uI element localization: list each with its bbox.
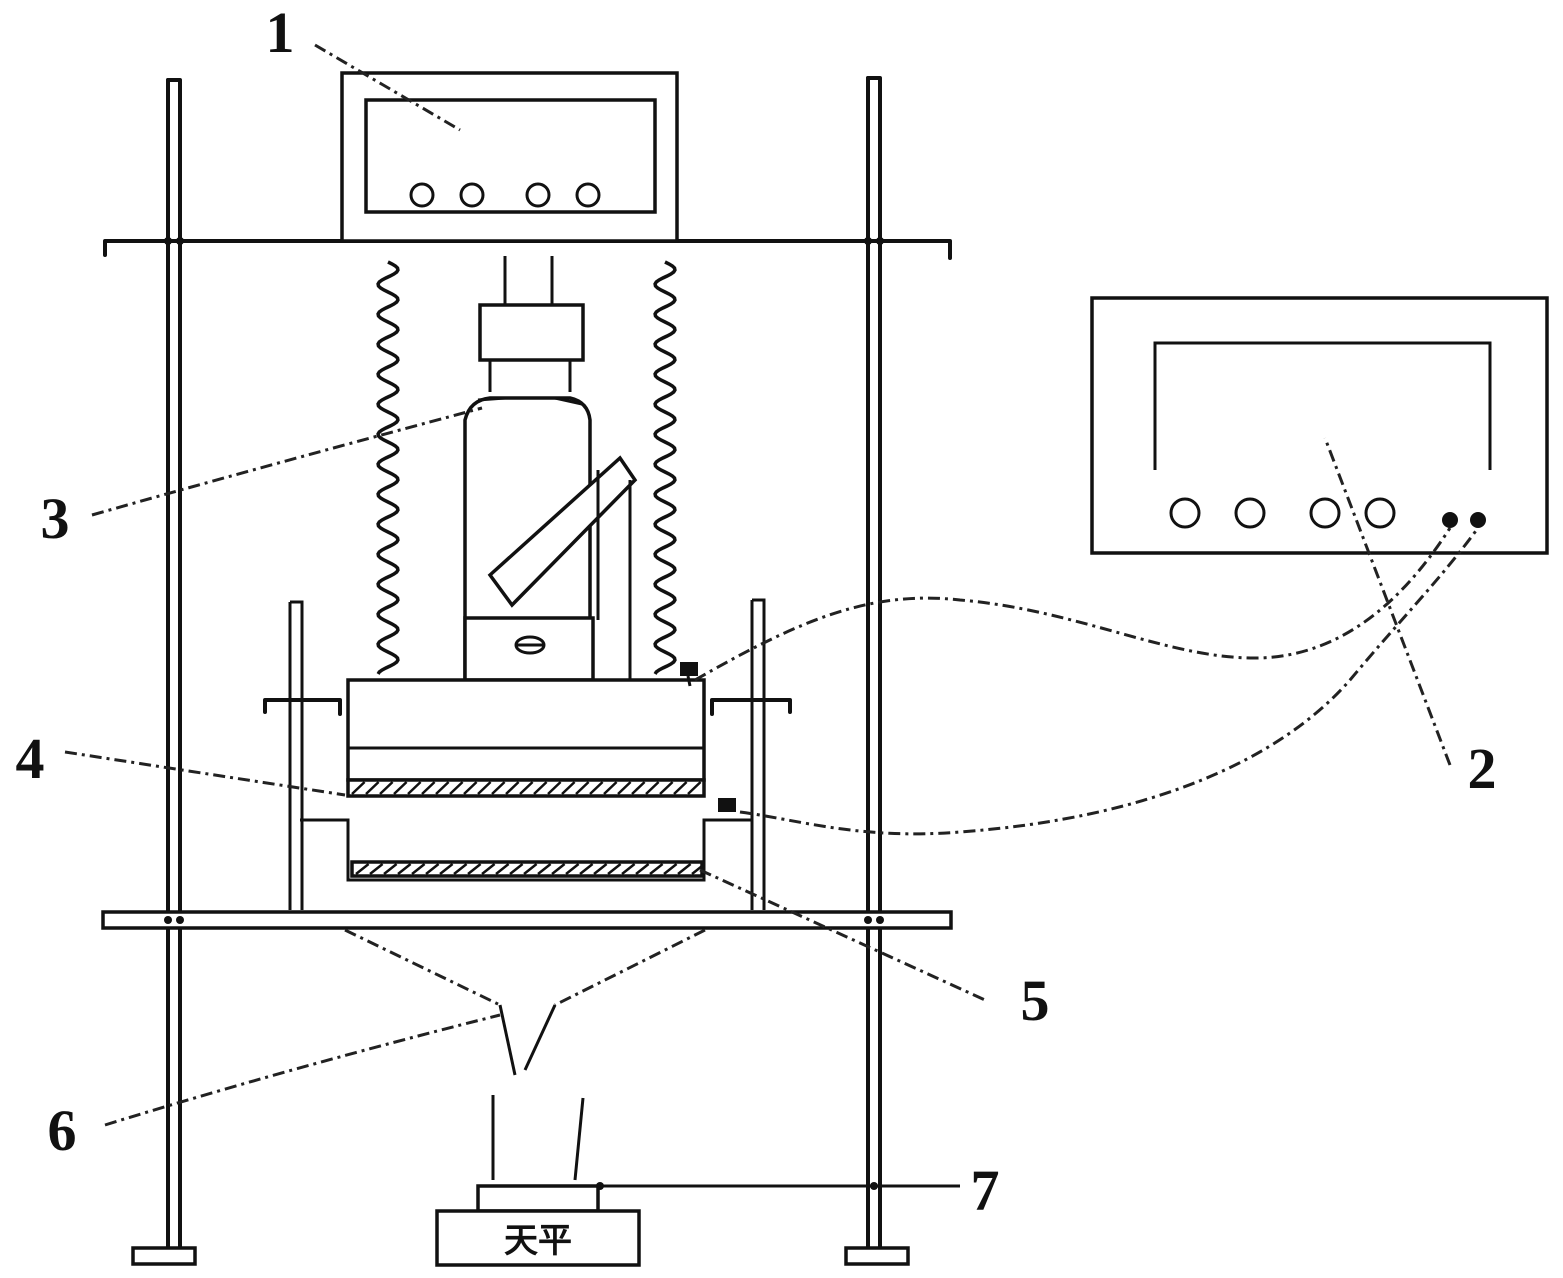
- balance-scale: [435, 1182, 960, 1267]
- funnel: [344, 928, 706, 1076]
- label-7: 7: [971, 1158, 1000, 1223]
- right-frame-post: [844, 76, 910, 1266]
- label-1: 1: [266, 0, 295, 65]
- lower-sensor: [718, 798, 736, 812]
- label-6: 6: [48, 1098, 77, 1163]
- label-2: 2: [1468, 736, 1497, 801]
- right-clamp: [710, 598, 792, 910]
- left-spring: [376, 260, 400, 675]
- lower-collection-box: [300, 818, 752, 882]
- right-spring: [653, 260, 677, 675]
- piston-cylinder: [463, 396, 638, 682]
- external-monitor: [1090, 296, 1549, 555]
- balance-text: 天平: [504, 1221, 572, 1261]
- base-plate: [101, 910, 953, 930]
- top-control-unit: [340, 71, 679, 243]
- left-frame-post: [131, 78, 197, 1266]
- label-5: 5: [1021, 968, 1050, 1033]
- collection-tube: [491, 1095, 585, 1181]
- sensor-cables: [694, 527, 1480, 836]
- leader-lines: [64, 43, 1452, 1127]
- label-4: 4: [16, 726, 45, 791]
- drive-shaft: [478, 256, 585, 392]
- upper-sensor: [680, 662, 698, 687]
- left-clamp: [263, 600, 342, 910]
- upper-sample-box: [346, 678, 706, 798]
- label-3: 3: [41, 486, 70, 551]
